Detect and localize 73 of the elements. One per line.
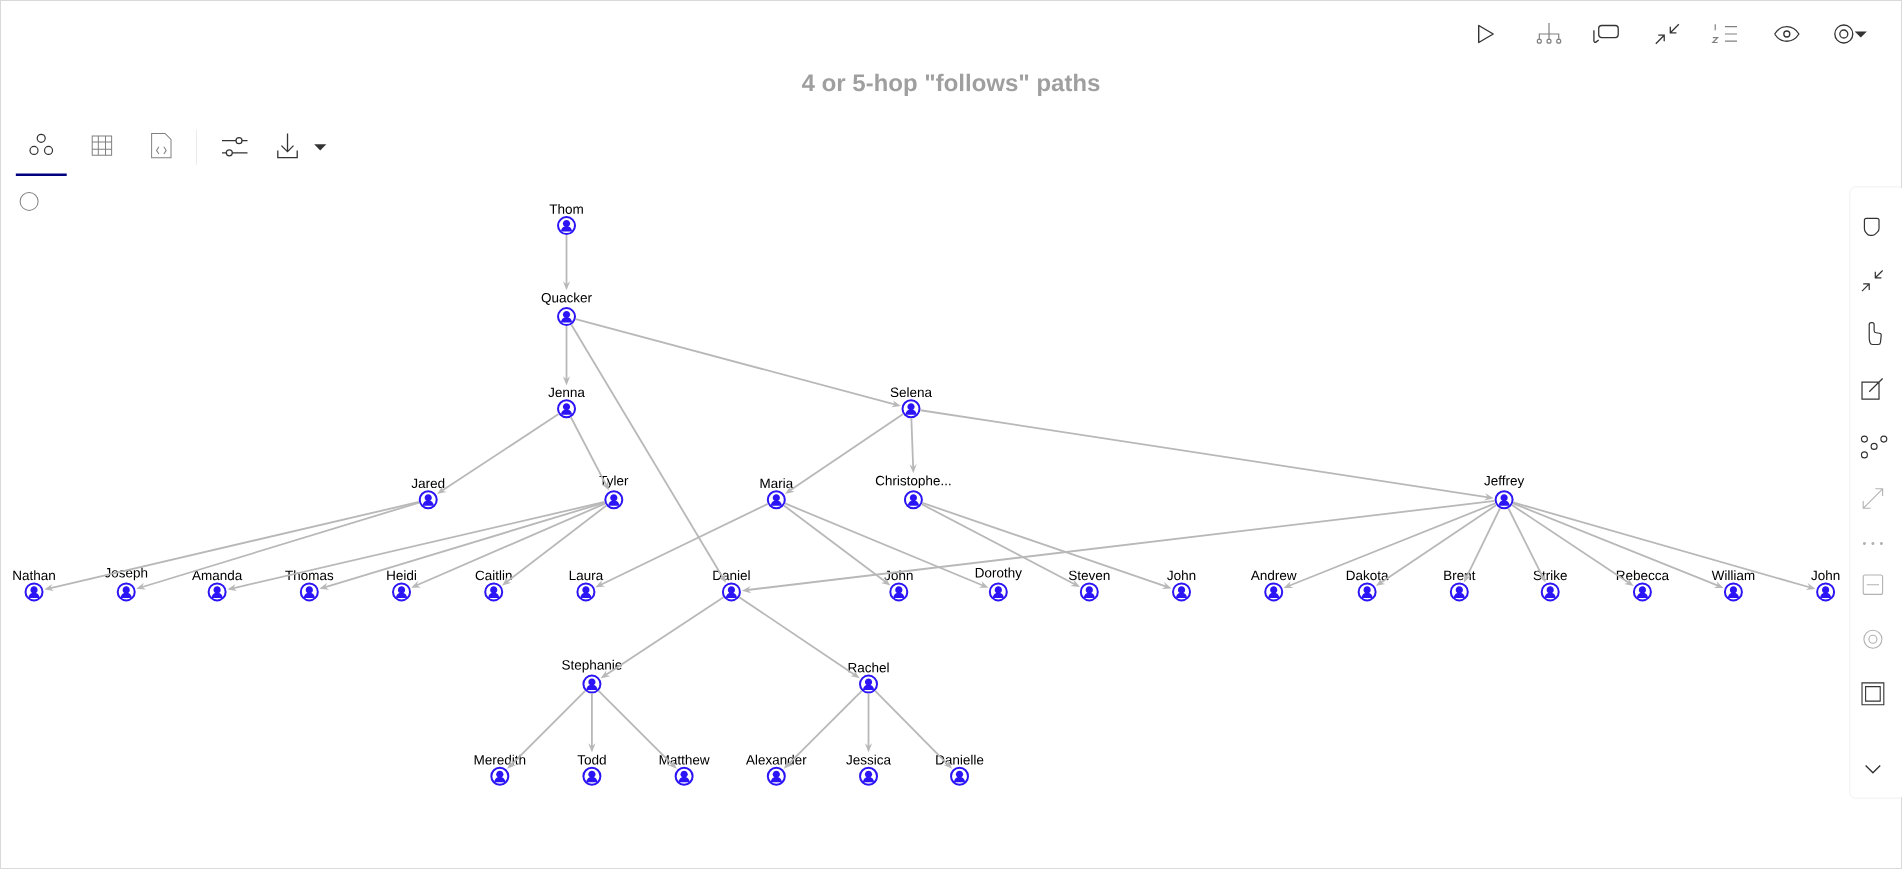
- person-node: Matthew: [659, 754, 710, 786]
- node-label: William: [1711, 570, 1755, 581]
- node-label: Caitlin: [475, 570, 512, 581]
- node-label: Andrew: [1250, 570, 1297, 581]
- person-node: Meredith: [474, 754, 526, 786]
- chart-title: 4 or 5-hop "follows" paths: [802, 73, 1100, 97]
- person-node: Rachel: [848, 662, 889, 694]
- node-label: Nathan: [13, 570, 55, 581]
- node-label: Jenna: [548, 387, 585, 398]
- node-label: Daniel: [713, 570, 750, 581]
- node-label: Thom: [549, 203, 583, 214]
- node-label: Laura: [569, 570, 604, 581]
- person-node: Jessica: [846, 754, 891, 786]
- person-node: Brent: [1444, 570, 1476, 602]
- node-label: Rachel: [848, 662, 889, 673]
- person-node: Thomas: [285, 570, 334, 602]
- node-label: Jessica: [846, 754, 892, 765]
- person-node: Tyler: [599, 475, 629, 510]
- person-node: Alexander: [745, 754, 807, 786]
- person-node: John: [1811, 570, 1840, 602]
- person-node: Jeffrey: [1484, 475, 1525, 510]
- person-node: Stephanie: [562, 659, 622, 694]
- person-node: Dakota: [1346, 570, 1389, 602]
- person-node: Steven: [1068, 570, 1110, 602]
- node-label: Steven: [1068, 570, 1110, 581]
- node-label: Meredith: [474, 754, 526, 765]
- person-node: Danielle: [936, 754, 984, 786]
- person-node: Maria: [760, 478, 794, 510]
- node-label: Quacker: [541, 292, 592, 305]
- person-node: Daniel: [713, 570, 750, 602]
- person-node: Joseph: [104, 567, 148, 602]
- person-node: Rebecca: [1616, 570, 1670, 602]
- person-node: Selena: [890, 387, 933, 419]
- person-node: Heidi: [387, 570, 416, 602]
- person-node: Nathan: [13, 570, 55, 602]
- node-label: Dakota: [1346, 570, 1389, 581]
- node-label: Amanda: [192, 570, 243, 581]
- node-label: Dorothy: [975, 567, 1022, 581]
- person-node: Quacker: [541, 292, 592, 327]
- node-label: Joseph: [104, 567, 148, 581]
- person-node: Jenna: [548, 387, 585, 419]
- node-label: Thomas: [285, 570, 334, 581]
- arrow: [507, 689, 587, 769]
- person-node: Laura: [569, 570, 604, 602]
- node-label: Tyler: [599, 475, 629, 489]
- person-node: Christophe...: [875, 475, 951, 510]
- person-node: Thom: [549, 204, 583, 236]
- node-label: Matthew: [659, 754, 710, 765]
- node-label: Jeffrey: [1484, 475, 1525, 489]
- node-label: Rebecca: [1616, 570, 1670, 581]
- node-label: Maria: [760, 478, 794, 489]
- person-node: Jared: [411, 478, 445, 510]
- person-node: Andrew: [1250, 570, 1297, 602]
- person-node: Todd: [577, 754, 606, 786]
- node-label: Todd: [577, 754, 606, 765]
- person-node: Dorothy: [975, 567, 1022, 602]
- node-label: Alexander: [745, 754, 807, 765]
- arrow: [437, 413, 560, 494]
- node-label: John: [1167, 570, 1196, 581]
- person-node: Amanda: [192, 570, 243, 602]
- person-node: John: [1167, 570, 1196, 602]
- node-label: Stephanie: [562, 659, 622, 673]
- node-label: Christophe...: [875, 475, 951, 489]
- node-label: Heidi: [387, 570, 416, 581]
- person-node: William: [1711, 570, 1755, 602]
- node-label: John: [884, 570, 913, 581]
- node-label: John: [1811, 570, 1840, 581]
- node-label: Jared: [411, 478, 445, 489]
- node-label: Brent: [1444, 570, 1476, 581]
- person-node: Caitlin: [475, 570, 512, 602]
- node-label: Selena: [890, 387, 933, 398]
- node-label: Danielle: [936, 754, 984, 765]
- person-node: John: [884, 570, 913, 602]
